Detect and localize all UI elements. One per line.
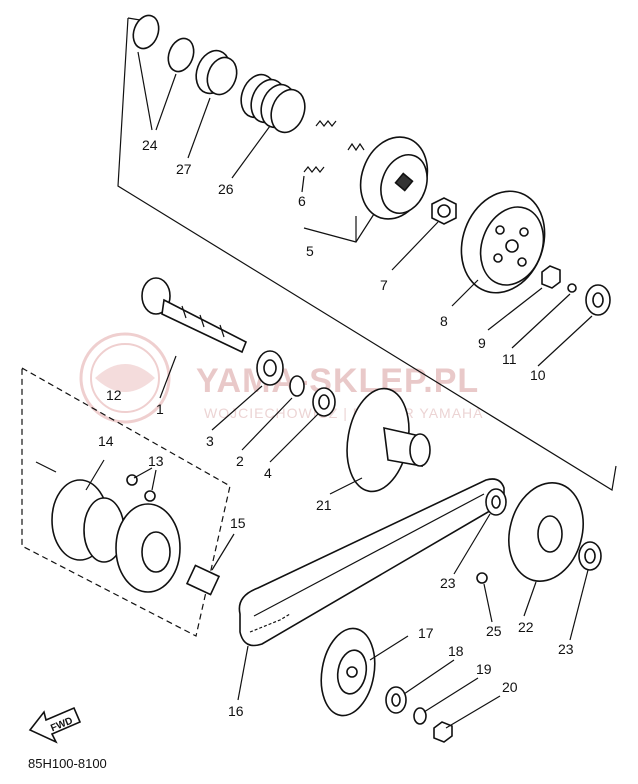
bearing-23-upper	[485, 488, 507, 516]
primary-fixed-shaft-1	[141, 277, 248, 354]
o-rings-24	[132, 14, 195, 73]
callout-17: 17	[418, 625, 434, 641]
leader-lines	[85, 51, 593, 729]
fan-17	[320, 627, 376, 717]
callout-4: 4	[264, 465, 272, 481]
primary-sliding-sheave-21	[346, 387, 431, 493]
pin-25	[476, 572, 488, 584]
callout-26: 26	[218, 181, 234, 197]
nut-20	[433, 721, 453, 743]
callout-13: 13	[148, 453, 164, 469]
watermark-logo-icon	[79, 332, 171, 424]
nut-9	[541, 265, 561, 289]
bearing-10	[585, 284, 611, 316]
callout-6: 6	[298, 193, 306, 209]
dashed-assembly-box	[21, 366, 231, 637]
callout-14: 14	[98, 433, 114, 449]
oil-seal-4	[312, 387, 336, 417]
fwd-arrow-icon: FWD	[28, 706, 82, 744]
springs-6	[303, 120, 365, 173]
callout-7: 7	[380, 277, 388, 293]
nut-7	[431, 197, 457, 225]
circlip-2	[289, 375, 305, 397]
clutch-carrier-5	[359, 136, 429, 220]
v-belt-16	[238, 478, 505, 647]
callout-2: 2	[236, 453, 244, 469]
washer-18	[385, 686, 407, 714]
callout-9: 9	[478, 335, 486, 351]
secondary-sheave-22	[508, 482, 584, 582]
washer-19	[413, 707, 427, 725]
callout-18: 18	[448, 643, 464, 659]
callout-16: 16	[228, 703, 244, 719]
washer-11	[567, 283, 577, 293]
callout-23-lower: 23	[558, 641, 574, 657]
assembly-outline	[117, 17, 617, 491]
callout-10: 10	[530, 367, 546, 383]
compression-spring-26	[240, 73, 306, 134]
callout-15: 15	[230, 515, 246, 531]
callout-8: 8	[440, 313, 448, 329]
bearing-23-lower	[578, 541, 602, 571]
callout-5: 5	[306, 243, 314, 259]
watermark-text: YAMA-SKLEP.PL	[196, 362, 479, 400]
callout-25: 25	[486, 623, 502, 639]
diagram-code: 85H100-8100	[28, 756, 107, 771]
screws-13	[126, 474, 156, 502]
callout-19: 19	[476, 661, 492, 677]
callout-12: 12	[106, 387, 122, 403]
bearing-3	[256, 350, 284, 386]
callout-23-upper: 23	[440, 575, 456, 591]
callout-27: 27	[176, 161, 192, 177]
watermark-subtext: WOJCIECHOWICZ | DEALER YAMAHA	[204, 405, 483, 421]
collar-27	[195, 49, 238, 96]
callout-24: 24	[142, 137, 158, 153]
callout-labels: 24 27 26 6 5 7 8 9 11 10 12 1 3 2 4 14 1…	[98, 137, 574, 719]
callout-1: 1	[156, 401, 164, 417]
callout-21: 21	[316, 497, 332, 513]
collar-15	[185, 564, 221, 596]
clutch-housing-8	[460, 190, 546, 294]
callout-11: 11	[502, 351, 517, 367]
primary-sheave-assembly-14	[35, 461, 181, 593]
callout-3: 3	[206, 433, 214, 449]
callout-22: 22	[518, 619, 534, 635]
callout-20: 20	[502, 679, 518, 695]
